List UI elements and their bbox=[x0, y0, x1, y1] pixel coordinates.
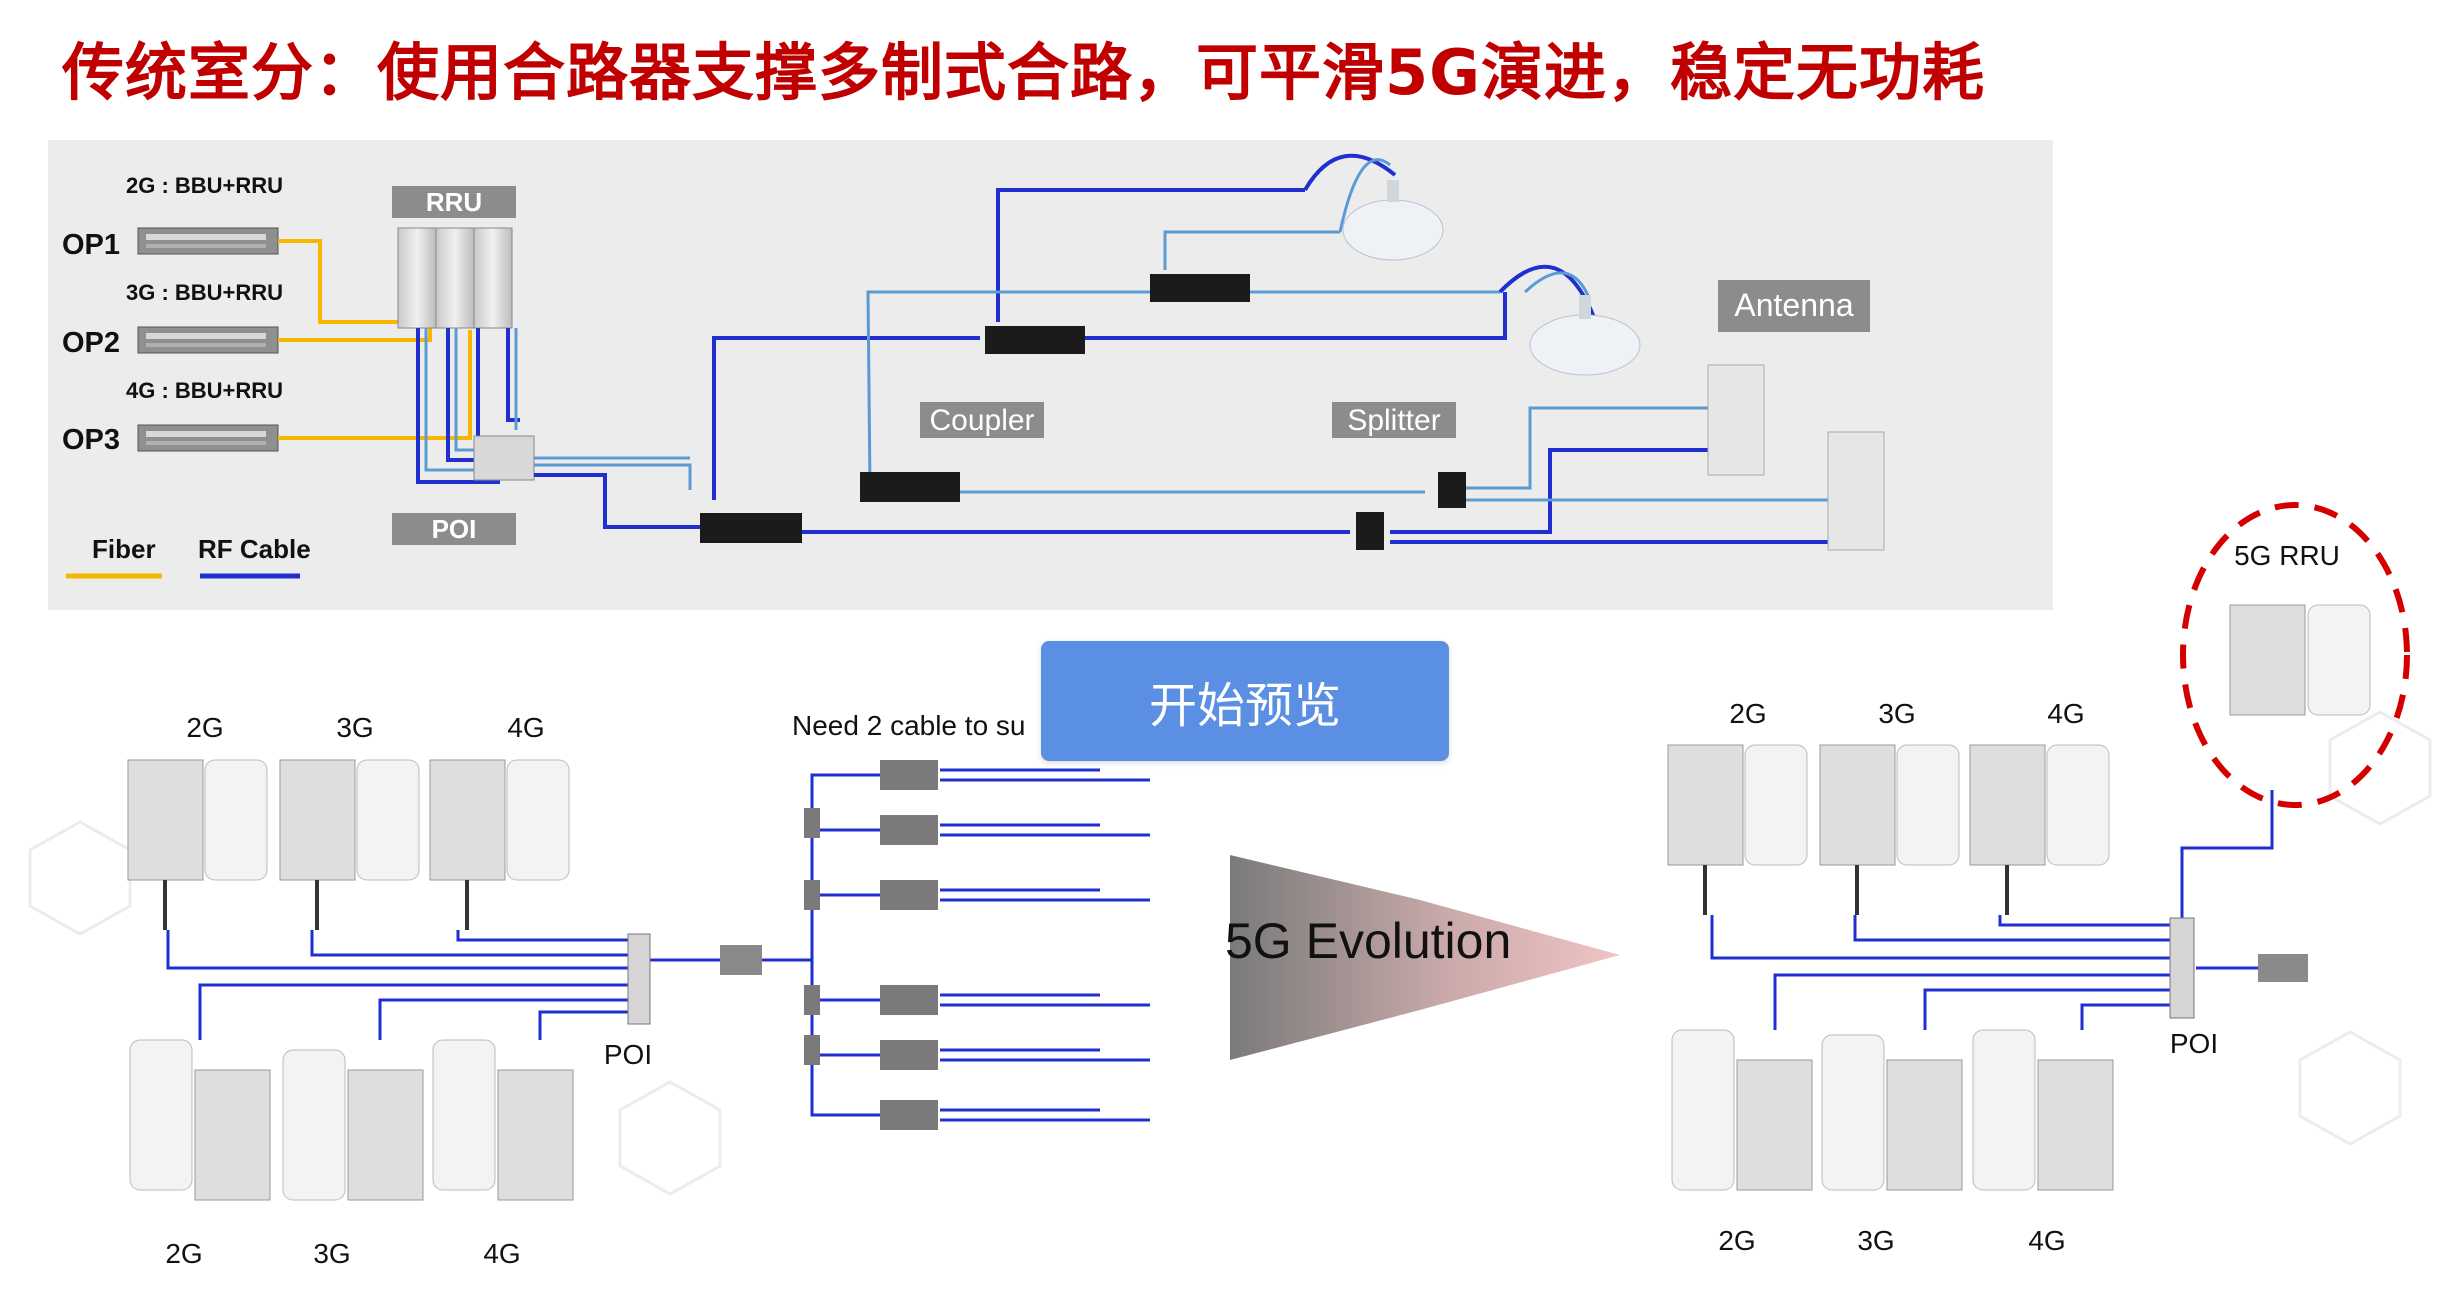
op3-tech-label: 4G : BBU+RRU bbox=[126, 378, 283, 403]
bl-main-splitter bbox=[720, 945, 762, 975]
legend-fiber-label: Fiber bbox=[92, 534, 156, 564]
splitter-label: Splitter bbox=[1347, 404, 1440, 437]
legend: Fiber RF Cable bbox=[66, 534, 311, 579]
rru-unit bbox=[127, 759, 268, 930]
bl-bottom-4g: 4G bbox=[483, 1238, 520, 1269]
br-top-4g: 4G bbox=[2047, 698, 2084, 729]
op1-label: OP1 bbox=[62, 229, 120, 261]
bl-top-3g: 3G bbox=[336, 712, 373, 743]
bl-rru-top-row bbox=[127, 759, 570, 930]
br-top-2g: 2G bbox=[1729, 698, 1766, 729]
br-poi-label: POI bbox=[2170, 1028, 2218, 1059]
coupler-label: Coupler bbox=[929, 404, 1034, 437]
top-rf-cables bbox=[534, 188, 1838, 544]
bl-rru-bottom-row bbox=[129, 1039, 574, 1201]
br-rru-bottom-row bbox=[1671, 1029, 2114, 1191]
evolution-arrow: 5G Evolution bbox=[1225, 855, 1620, 1060]
bl-top-2g: 2G bbox=[186, 712, 223, 743]
bl-top-4g: 4G bbox=[507, 712, 544, 743]
bottom-left-top-labels: 2G 3G 4G bbox=[186, 712, 544, 743]
bottom-right-bottom-labels: 2G 3G 4G bbox=[1718, 1225, 2065, 1256]
splitters bbox=[1356, 472, 1466, 550]
rru-label: RRU bbox=[426, 187, 482, 217]
start-preview-button[interactable]: 开始预览 bbox=[1041, 641, 1449, 761]
rru-unit bbox=[282, 1049, 424, 1201]
br-5g-rru-label: 5G RRU bbox=[2234, 540, 2340, 571]
splitter-1 bbox=[1438, 472, 1466, 508]
bl-bottom-2g: 2G bbox=[165, 1238, 202, 1269]
top-coax-cables bbox=[534, 230, 1835, 502]
coupler-2 bbox=[860, 472, 960, 502]
br-top-3g: 3G bbox=[1878, 698, 1915, 729]
op2-tech-label: 3G : BBU+RRU bbox=[126, 280, 283, 305]
op2-label: OP2 bbox=[62, 327, 120, 359]
br-rru-top-row bbox=[1667, 744, 2110, 915]
op3-label: OP3 bbox=[62, 424, 120, 456]
ceiling-antennas bbox=[1342, 180, 1641, 376]
br-splitter bbox=[2258, 954, 2308, 982]
rru-unit bbox=[1819, 744, 1960, 915]
legend-rf-label: RF Cable bbox=[198, 534, 311, 564]
br-5g-rru: 5G RRU bbox=[2180, 502, 2410, 808]
poi-top-label: POI bbox=[432, 514, 477, 544]
antenna-label-group: Antenna bbox=[1718, 280, 1870, 332]
bl-note-text: Need 2 cable to su bbox=[792, 710, 1026, 741]
br-bottom-3g: 3G bbox=[1857, 1225, 1894, 1256]
bl-poi bbox=[627, 933, 651, 1025]
coupler-label-group: Coupler bbox=[920, 402, 1044, 438]
splitter-label-group: Splitter bbox=[1332, 402, 1456, 438]
rru-unit bbox=[429, 759, 570, 930]
evolution-label: 5G Evolution bbox=[1225, 913, 1511, 969]
bbu-op2 bbox=[137, 326, 279, 354]
rru-unit bbox=[129, 1039, 271, 1201]
rru-block: RRU bbox=[392, 186, 516, 329]
bl-poi-cables bbox=[166, 930, 720, 1040]
bl-poi-label: POI bbox=[604, 1039, 652, 1070]
coupler-4 bbox=[1150, 274, 1250, 302]
op1-tech-label: 2G : BBU+RRU bbox=[126, 173, 283, 198]
br-poi-cables bbox=[1710, 790, 2274, 1030]
op-labels: 2G : BBU+RRU OP1 3G : BBU+RRU OP2 4G : B… bbox=[62, 173, 283, 456]
page-title: 传统室分：使用合路器支撑多制式合路，可平滑5G演进，稳定无功耗 bbox=[62, 36, 1986, 109]
fiber-lines bbox=[278, 239, 472, 440]
br-poi bbox=[2169, 917, 2195, 1019]
bbu-op3 bbox=[137, 424, 279, 452]
coupler-1 bbox=[700, 513, 802, 543]
panel-antennas bbox=[1707, 364, 1885, 551]
bbu-op1 bbox=[137, 227, 279, 255]
bottom-right-top-labels: 2G 3G 4G bbox=[1729, 698, 2084, 729]
rru-unit bbox=[1667, 744, 1808, 915]
antenna-label: Antenna bbox=[1734, 287, 1853, 323]
bl-bottom-3g: 3G bbox=[313, 1238, 350, 1269]
coupler-3 bbox=[985, 326, 1085, 354]
br-bottom-4g: 4G bbox=[2028, 1225, 2065, 1256]
bbu-units bbox=[137, 227, 279, 452]
highlight-circle bbox=[2180, 502, 2410, 808]
bottom-left-bottom-labels: 2G 3G 4G bbox=[165, 1238, 520, 1269]
rru-unit bbox=[1972, 1029, 2114, 1191]
rru-unit bbox=[432, 1039, 574, 1201]
br-bottom-2g: 2G bbox=[1718, 1225, 1755, 1256]
couplers bbox=[700, 274, 1250, 543]
rru-unit bbox=[279, 759, 420, 930]
poi-top: POI bbox=[392, 435, 535, 545]
rru-unit bbox=[1671, 1029, 1813, 1191]
splitter-2 bbox=[1356, 512, 1384, 550]
rru-unit bbox=[1969, 744, 2110, 915]
rru-unit bbox=[1821, 1034, 1963, 1191]
bl-splitter-tree bbox=[720, 760, 1150, 1130]
